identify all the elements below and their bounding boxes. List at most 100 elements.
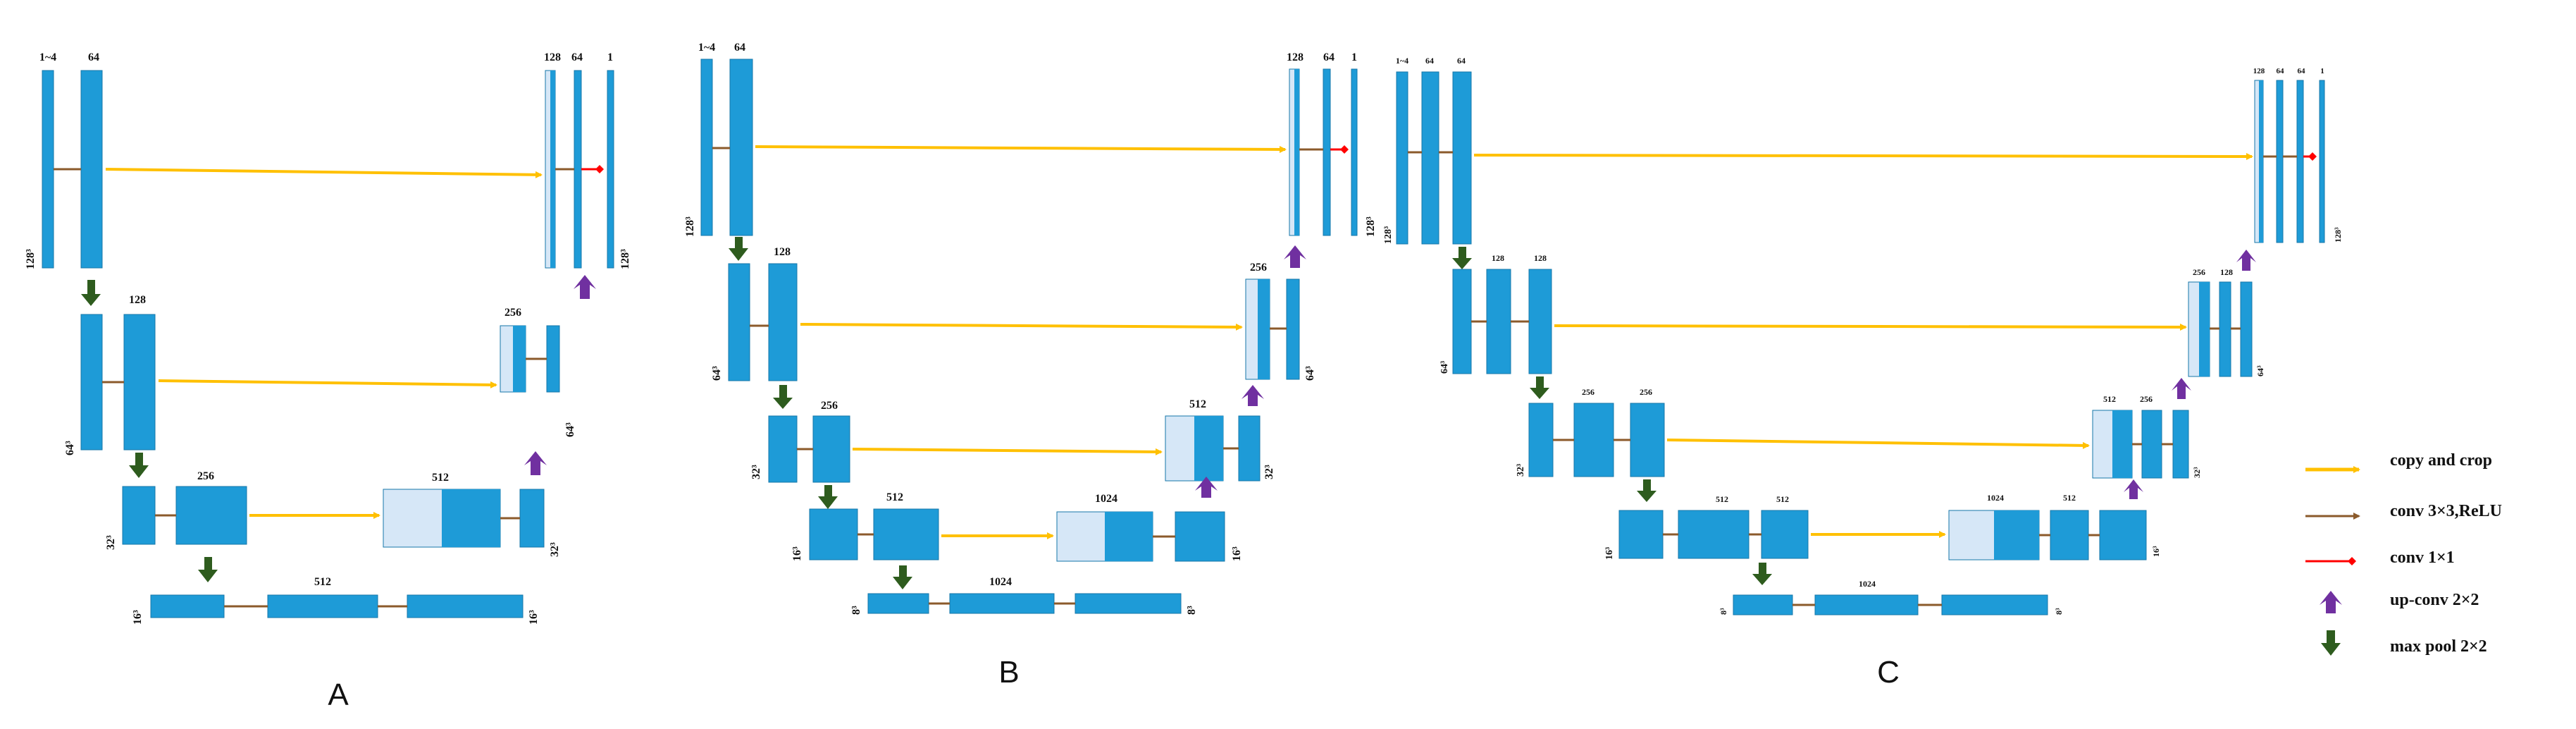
size-left-l1: 128³ (1383, 226, 1394, 244)
maxpool-arrow (1752, 563, 1772, 585)
copy-crop-arrow-l1 (755, 145, 1287, 153)
dec-l2-block-b (2240, 281, 2253, 377)
size-left-l5: 8³ (850, 606, 862, 615)
input-channels-label: 1~4 (1396, 56, 1408, 66)
enc-l4-label-0: 512 (1716, 494, 1728, 504)
upconv-arrow (574, 275, 596, 299)
dec-l1-label-0: 128 (1287, 51, 1304, 63)
size-right-l3: 32³ (549, 542, 561, 557)
dec-l3-block-b (2172, 410, 2189, 479)
enc-l3-label-0: 256 (1582, 387, 1594, 397)
maxpool-arrow (81, 280, 101, 306)
size-left-l2: 64³ (711, 366, 723, 381)
enc-l3-block-b (1573, 403, 1614, 477)
maxpool-arrow (1452, 247, 1472, 269)
size-left-l3: 32³ (1516, 464, 1526, 477)
maxpool-arrow (198, 557, 218, 582)
input-block (700, 59, 713, 236)
enc-l4-block-b (267, 594, 378, 618)
upsampled-half-l2 (1258, 279, 1270, 379)
caption-c: C (1877, 655, 1900, 690)
dec-l2-label: 256 (1250, 262, 1267, 274)
dec-l3-block (1238, 415, 1261, 482)
size-left-l3: 32³ (750, 465, 762, 479)
copy-crop-arrow-l3 (1666, 439, 2090, 449)
size-right-l1: 128³ (1365, 216, 1377, 237)
input-channels-label: 1~4 (698, 42, 715, 54)
legend-item-maxpool: max pool 2×2 (2321, 630, 2487, 656)
legend-label-conv1: conv 1×1 (2390, 549, 2455, 567)
copy-crop-arrow-l2 (800, 323, 1243, 331)
dec-l1-label-0: 128 (2253, 67, 2265, 75)
enc-l3-block-b (812, 415, 850, 483)
copy-crop-arrow-l1 (105, 168, 543, 178)
size-left-l1: 128³ (25, 249, 37, 269)
dec-l1-block-a (2276, 80, 2284, 243)
output-block (607, 70, 614, 269)
legend-label-conv3: conv 3×3,ReLU (2390, 502, 2502, 520)
upsampled-half-l1 (1294, 69, 1299, 235)
upsampled-half-l1 (2259, 80, 2263, 243)
size-left-l4: 16³ (132, 610, 144, 625)
dec-l2-block-a (2219, 281, 2231, 377)
diagram-a: 1~4 64 128³ 128 64 1 128³ 128 64³ 256 64… (25, 51, 631, 712)
enc-l1-label-1: 64 (1457, 56, 1466, 66)
copy-crop-arrow-l1 (1473, 152, 2253, 160)
dec-l3-block-a (2141, 410, 2162, 479)
dec-l2-block (546, 325, 560, 393)
size-left-l2: 64³ (1439, 361, 1450, 374)
upconv-arrow (1284, 245, 1306, 268)
enc-l4-label: 512 (886, 491, 903, 503)
input-channels-label: 1~4 (39, 51, 56, 63)
size-right-l3: 32³ (2192, 467, 2202, 478)
legend-label-maxpool: max pool 2×2 (2390, 637, 2487, 656)
caption-b: B (998, 655, 1019, 690)
enc-l3-label: 256 (821, 400, 838, 412)
size-left-l4: 16³ (1604, 547, 1615, 560)
enc-l2-label-0: 128 (1492, 253, 1504, 263)
dec-l3-label-1: 256 (2140, 394, 2153, 404)
upsampled-half-l3 (1194, 416, 1223, 481)
enc-l2-block-b (1486, 269, 1511, 374)
maxpool-arrow (818, 485, 838, 509)
size-left-l4: 16³ (791, 546, 803, 561)
enc-l4-block-b (873, 508, 939, 560)
enc-l5-block-a (867, 593, 929, 614)
upsampled-half-l3 (442, 489, 500, 547)
size-right-l4: 16³ (528, 610, 540, 625)
output-block (2319, 80, 2325, 243)
enc-l4-block-a (809, 508, 858, 560)
dec-l2-block (1286, 278, 1300, 380)
diagram-c: 1~4 64 64 128³ 128 64 64 1 128³ 128 128 … (1383, 56, 2343, 690)
dec-l1-label-1: 64 (571, 51, 583, 63)
upconv-arrow (524, 451, 547, 475)
enc-l2-block-c (1528, 269, 1552, 374)
maxpool-arrow (1530, 376, 1549, 399)
enc-l5-block-c (1075, 593, 1182, 614)
enc-l2-block-a (80, 314, 103, 451)
dec-l1-label-2: 1 (607, 51, 613, 63)
legend-label-copy-and-crop: copy and crop (2390, 451, 2492, 470)
dec-l1-block (574, 70, 582, 269)
maxpool-arrow (129, 453, 149, 478)
copy-crop-arrow-l3 (852, 448, 1163, 455)
bottleneck-label: 1024 (989, 576, 1012, 588)
enc-l3-block-a (768, 415, 798, 483)
enc-l1-block-a (1421, 71, 1439, 245)
enc-l2-label: 128 (129, 294, 146, 306)
maxpool-arrow (773, 385, 793, 409)
legend-item-upconv: up-conv 2×2 (2320, 591, 2479, 613)
green-down-arrow-icon (2321, 630, 2341, 656)
enc-l3-block-b (175, 486, 247, 545)
upsampled-half-l3 (2112, 410, 2132, 478)
dec-l1-label-1: 64 (1323, 51, 1335, 63)
upsampled-half-l1 (550, 71, 555, 268)
maxpool-arrow (729, 237, 748, 261)
dec-l4-label-0: 1024 (1987, 493, 2004, 503)
dec-l2-label-0: 256 (2193, 267, 2205, 277)
legend-item-conv1: conv 1×1 (2305, 549, 2455, 567)
enc-l1-block (729, 59, 753, 236)
dec-l1-label-1: 64 (2277, 67, 2285, 75)
dec-l1-block (1323, 68, 1331, 236)
